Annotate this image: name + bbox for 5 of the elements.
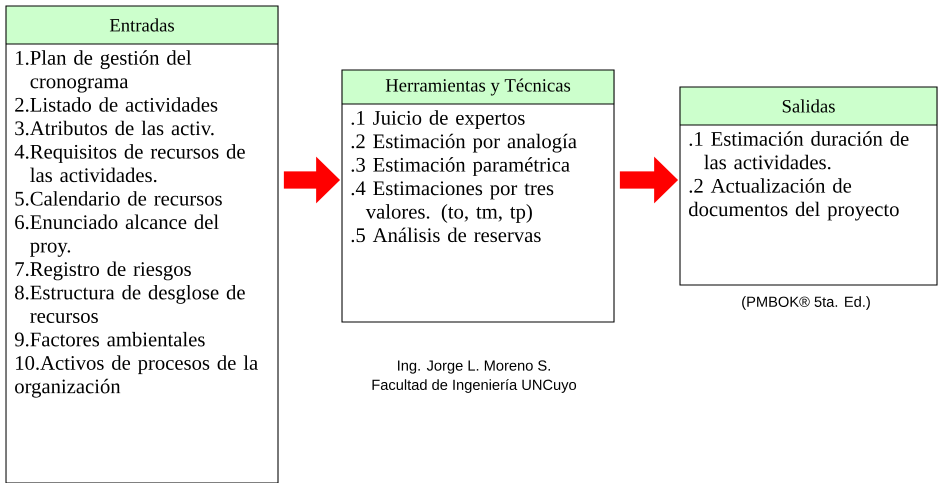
author-credit: Facultad de Ingeniería UNCuyo [372,379,576,393]
list-box: Salidas .1 Estimación duración de las actividades. .2 Actualización de documentos del proyecto [679,86,938,286]
list-box: Entradas 1.Plan de gestión del cronograma 2.Listado de actividades 3.Atributos de las activ. 4.Requisitos de recursos de las actividades. 5.Calendario de recursos 6.Enunciado alcance del proy. 7.Registro de riesgos 8.Estructura de desglose de recursos 9.Factores ambientales 10.Activos de procesos de la organización [5,5,279,483]
list-box: Herramientas y Técnicas .1 Juicio de expertos .2 Estimación por analogía .3 Estimación paramétrica .4 Estimaciones por tres valores. (to, tm, tp) .5 Análisis de reservas [341,69,615,323]
author-credit: Ing. Jorge L. Moreno S. [398,360,550,374]
